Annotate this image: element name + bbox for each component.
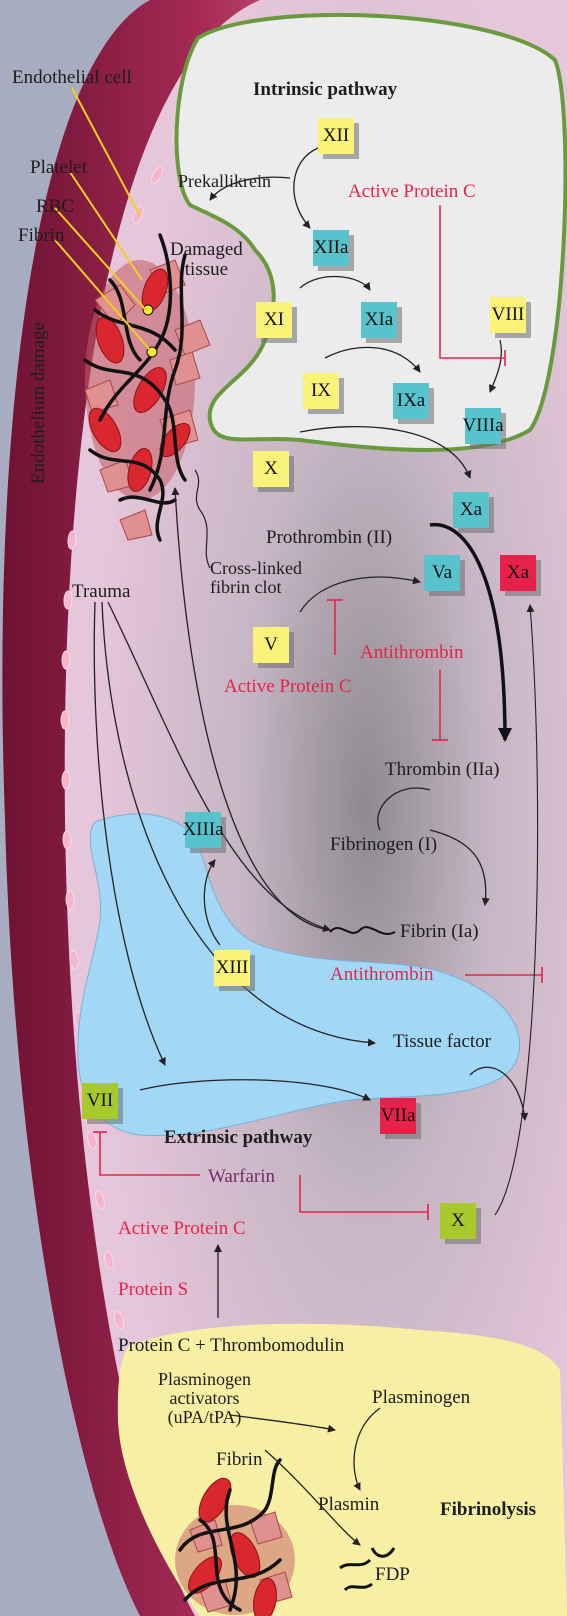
- factor-xiiia-box: XIIIa: [182, 812, 224, 848]
- fdp-label: FDP: [375, 1564, 410, 1585]
- trauma-arrows: [93, 601, 376, 1066]
- clot-bottom: [175, 1458, 295, 1616]
- endothelium-damage-label: Endothelium damage: [28, 322, 49, 484]
- fibrinogen-label: Fibrinogen (I): [330, 834, 438, 855]
- factor-xa-cyan-box: Xa: [453, 492, 489, 528]
- thrombin-label: Thrombin (IIa): [385, 759, 500, 780]
- antithrombin-mid-label: Antithrombin: [360, 642, 464, 663]
- intrinsic-arrows: [209, 147, 502, 479]
- active-protein-c-low-label: Active Protein C: [118, 1218, 246, 1239]
- warfarin-label: Warfarin: [208, 1166, 276, 1187]
- factor-viii-box: VIII: [490, 297, 526, 333]
- fibrin-ia-label: Fibrin (Ia): [400, 921, 479, 942]
- plasminogen-label: Plasminogen: [372, 1387, 471, 1408]
- factor-ixa-box: IXa: [393, 383, 429, 419]
- factor-xa-red-box: Xa: [500, 555, 536, 591]
- protein-c-thrombomodulin-label: Protein C + Thrombomodulin: [118, 1335, 345, 1356]
- plasmin-label: Plasmin: [318, 1494, 380, 1515]
- factor-xiia-box: XIIa: [313, 230, 349, 266]
- factor-x-box: X: [253, 451, 289, 487]
- fibrinolysis-title: Fibrinolysis: [440, 1499, 537, 1520]
- prekallikrein-label: Prekallikrein: [178, 171, 271, 191]
- endothelial-cell-label: Endothelial cell: [12, 67, 132, 88]
- prothrombin-label: Prothrombin (II): [266, 527, 393, 548]
- factor-xiii-box: XIII: [214, 950, 250, 986]
- extrinsic-pathway-region: [77, 813, 521, 1137]
- trauma-label: Trauma: [72, 581, 131, 602]
- clot-top: [83, 233, 211, 542]
- pointer-lines: [54, 87, 151, 351]
- factor-xi-box: XI: [256, 302, 292, 338]
- apc-inhibit-line: [439, 205, 505, 359]
- factor-xia-box: XIa: [361, 302, 397, 338]
- rbc-label: RBC: [36, 196, 75, 217]
- platelet-label: Platelet: [30, 157, 87, 178]
- protein-s-label: Protein S: [118, 1279, 189, 1300]
- factor-x-green-box: X: [440, 1203, 476, 1239]
- extrinsic-pathway-title: Extrinsic pathway: [164, 1127, 313, 1148]
- plasminogen-activators-label: Plasminogen activators (uPA/tPA): [158, 1369, 251, 1427]
- active-protein-c-mid-label: Active Protein C: [224, 676, 352, 697]
- factor-vii-box: VII: [82, 1083, 118, 1119]
- fibrin-top-label: Fibrin: [18, 225, 65, 246]
- factor-va-box: Va: [424, 555, 460, 591]
- factor-viia-box: VIIa: [380, 1098, 416, 1134]
- prothrombin-to-thrombin-arrow: [429, 522, 512, 742]
- intrinsic-pathway-region: [174, 12, 567, 452]
- factor-v-box: V: [253, 627, 289, 663]
- fibrin-bottom-label: Fibrin: [216, 1449, 263, 1470]
- intrinsic-pathway-title: Intrinsic pathway: [253, 79, 398, 100]
- active-protein-c-top-label: Active Protein C: [348, 181, 476, 202]
- tissue-factor-label: Tissue factor: [393, 1031, 491, 1052]
- damaged-tissue-label: Damaged tissue: [170, 239, 243, 280]
- antithrombin-low-label: Antithrombin: [330, 964, 434, 985]
- factor-xii-box: XII: [318, 118, 354, 154]
- factor-ix-box: IX: [303, 373, 339, 409]
- factor-viiia-box: VIIIa: [462, 408, 504, 444]
- cross-linked-label: Cross-linked fibrin clot: [210, 558, 302, 597]
